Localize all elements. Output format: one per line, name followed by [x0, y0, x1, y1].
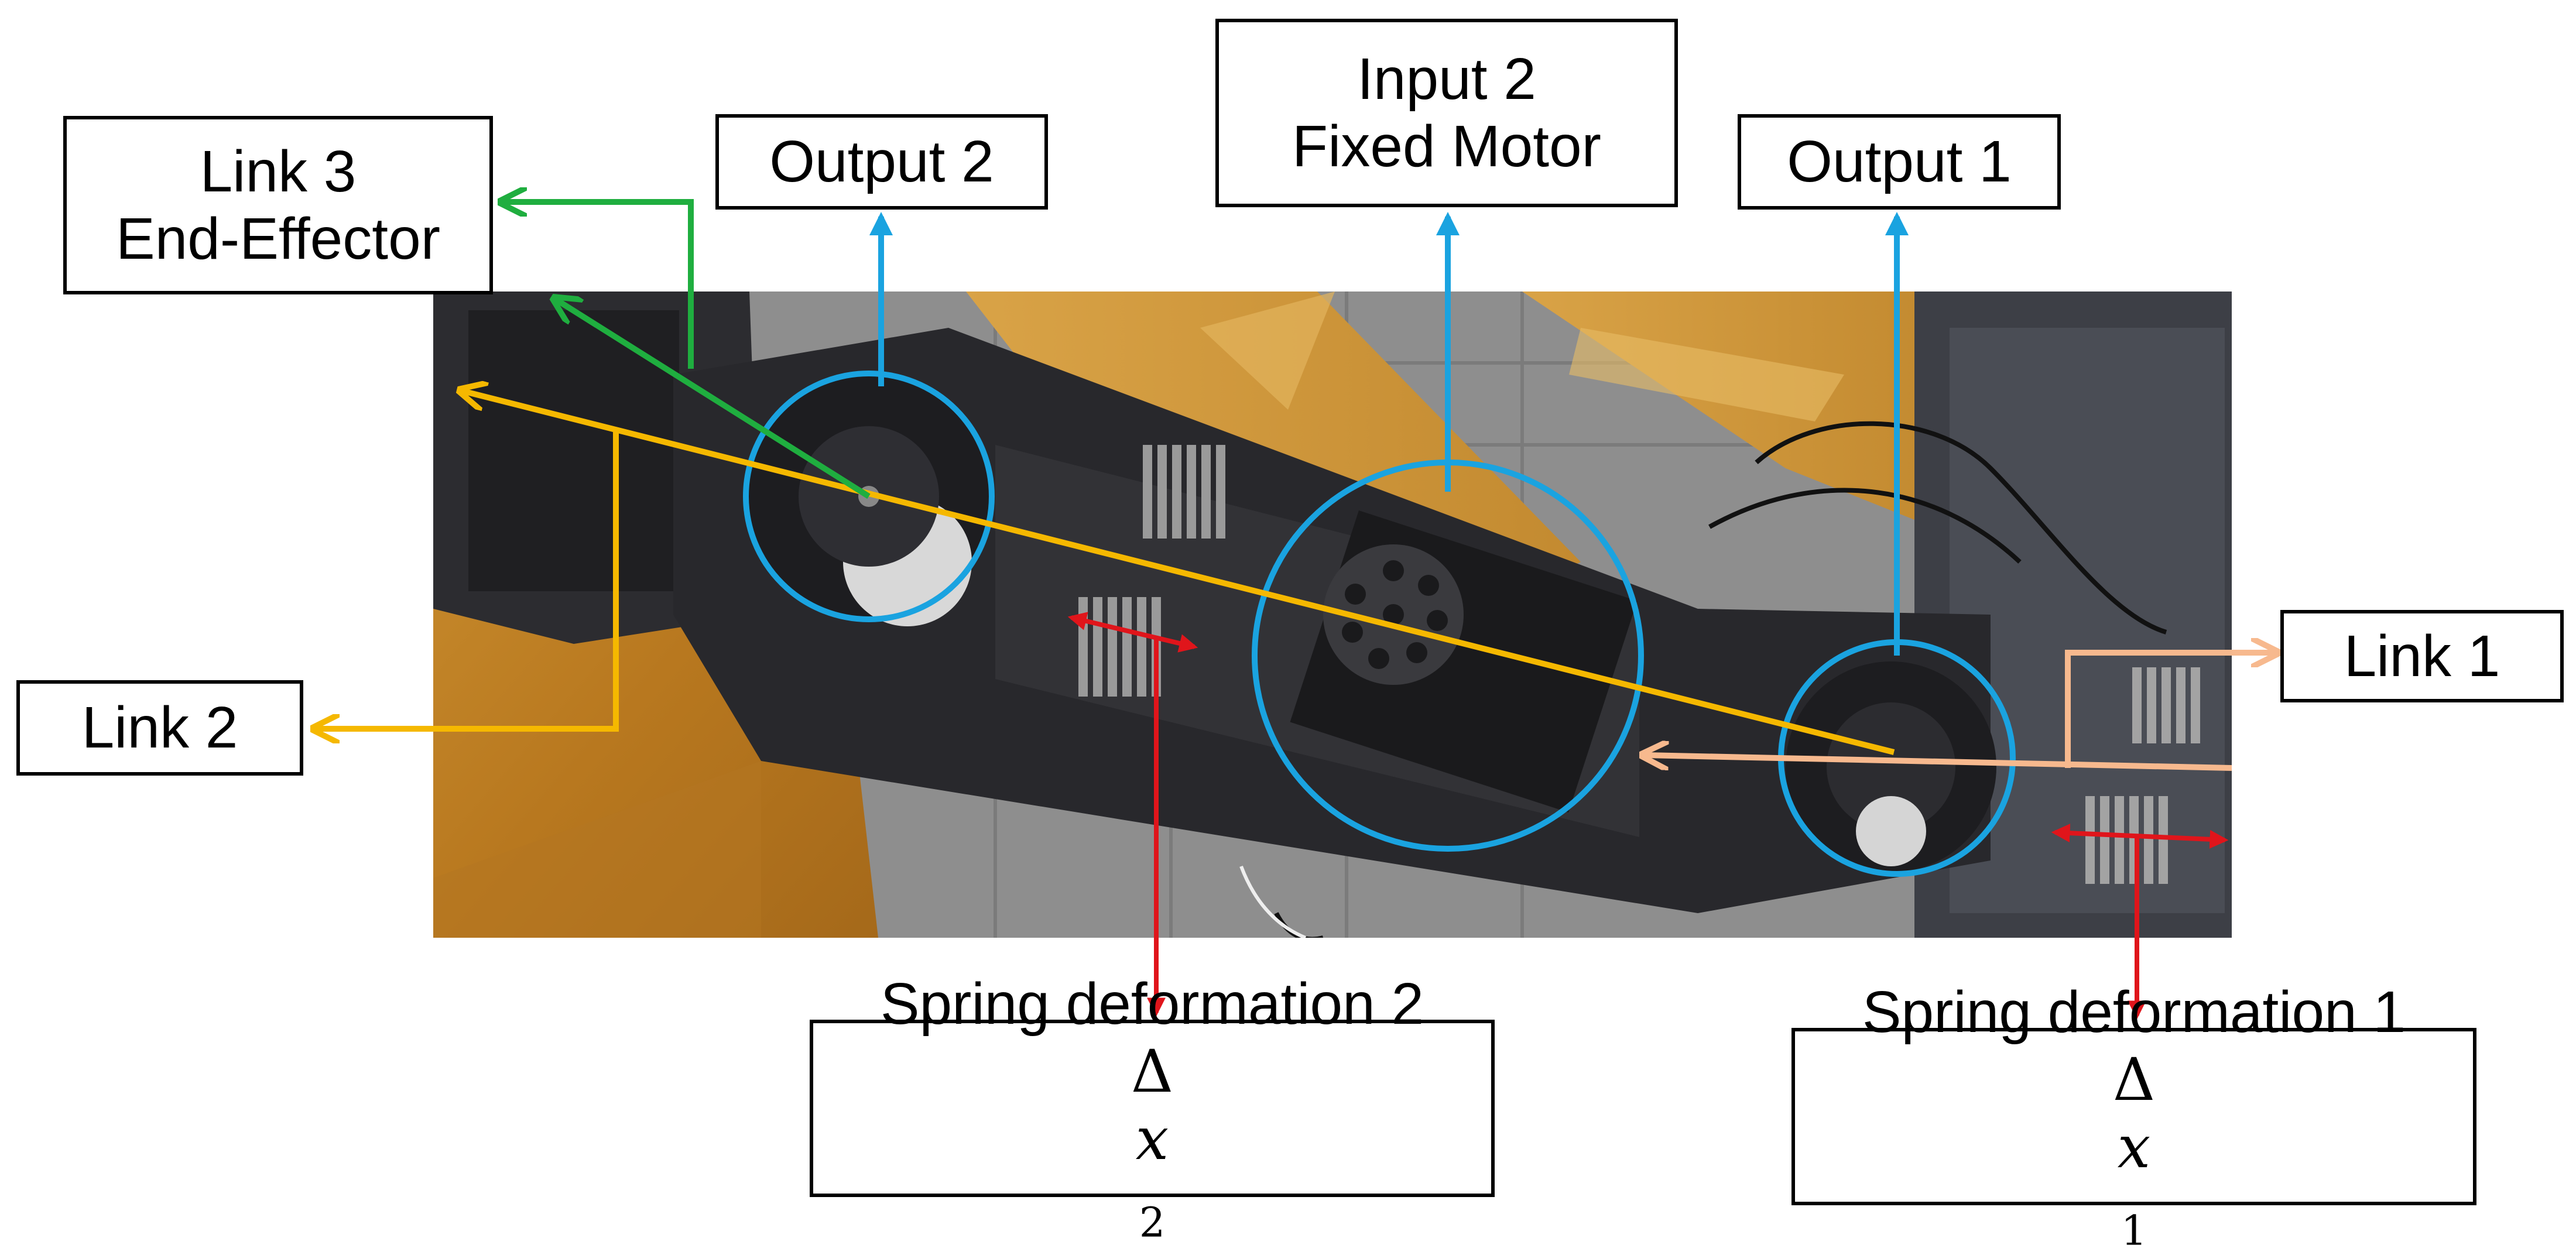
- photo-content: [433, 292, 2232, 938]
- link2-label: Link 2: [81, 695, 238, 760]
- link3-label-line1: Link 3: [200, 138, 357, 204]
- input2-label-box: Input 2 Fixed Motor: [1215, 19, 1678, 207]
- link1-leader-arrow: [2065, 653, 2274, 768]
- spring1-label-line1: Spring deformation 1: [1862, 979, 2406, 1045]
- output2-label-box: Output 2: [715, 114, 1048, 210]
- spring2-label-line1: Spring deformation 2: [880, 971, 1424, 1037]
- link3-label-box: Link 3 End-Effector: [63, 116, 493, 294]
- link3-axis-arrow: [556, 300, 871, 499]
- link2-label-box: Link 2: [16, 680, 303, 776]
- link2-axis-arrow: [463, 391, 1895, 755]
- link1-label-box: Link 1: [2280, 610, 2564, 702]
- input2-label-line1: Input 2: [1357, 46, 1536, 112]
- link1-axis-arrow: [1645, 755, 2232, 771]
- output1-label: Output 1: [1787, 129, 2012, 194]
- spring1-double-arrow: [2051, 824, 2229, 849]
- robot-photo: [433, 292, 2232, 938]
- link3-leader-arrow: [503, 202, 694, 369]
- motor-highlight-circle: [1252, 460, 1644, 852]
- output2-label: Output 2: [769, 129, 994, 194]
- output2-highlight-circle: [743, 371, 995, 622]
- link1-label: Link 1: [2344, 623, 2500, 689]
- link2-leader-arrow: [316, 431, 619, 729]
- annotation-overlay: [0, 0, 2576, 1020]
- output1-label-box: Output 1: [1738, 114, 2061, 210]
- spring2-double-arrow: [1067, 612, 1198, 653]
- link3-label-line2: End-Effector: [115, 205, 440, 272]
- input2-label-line2: Fixed Motor: [1292, 114, 1601, 179]
